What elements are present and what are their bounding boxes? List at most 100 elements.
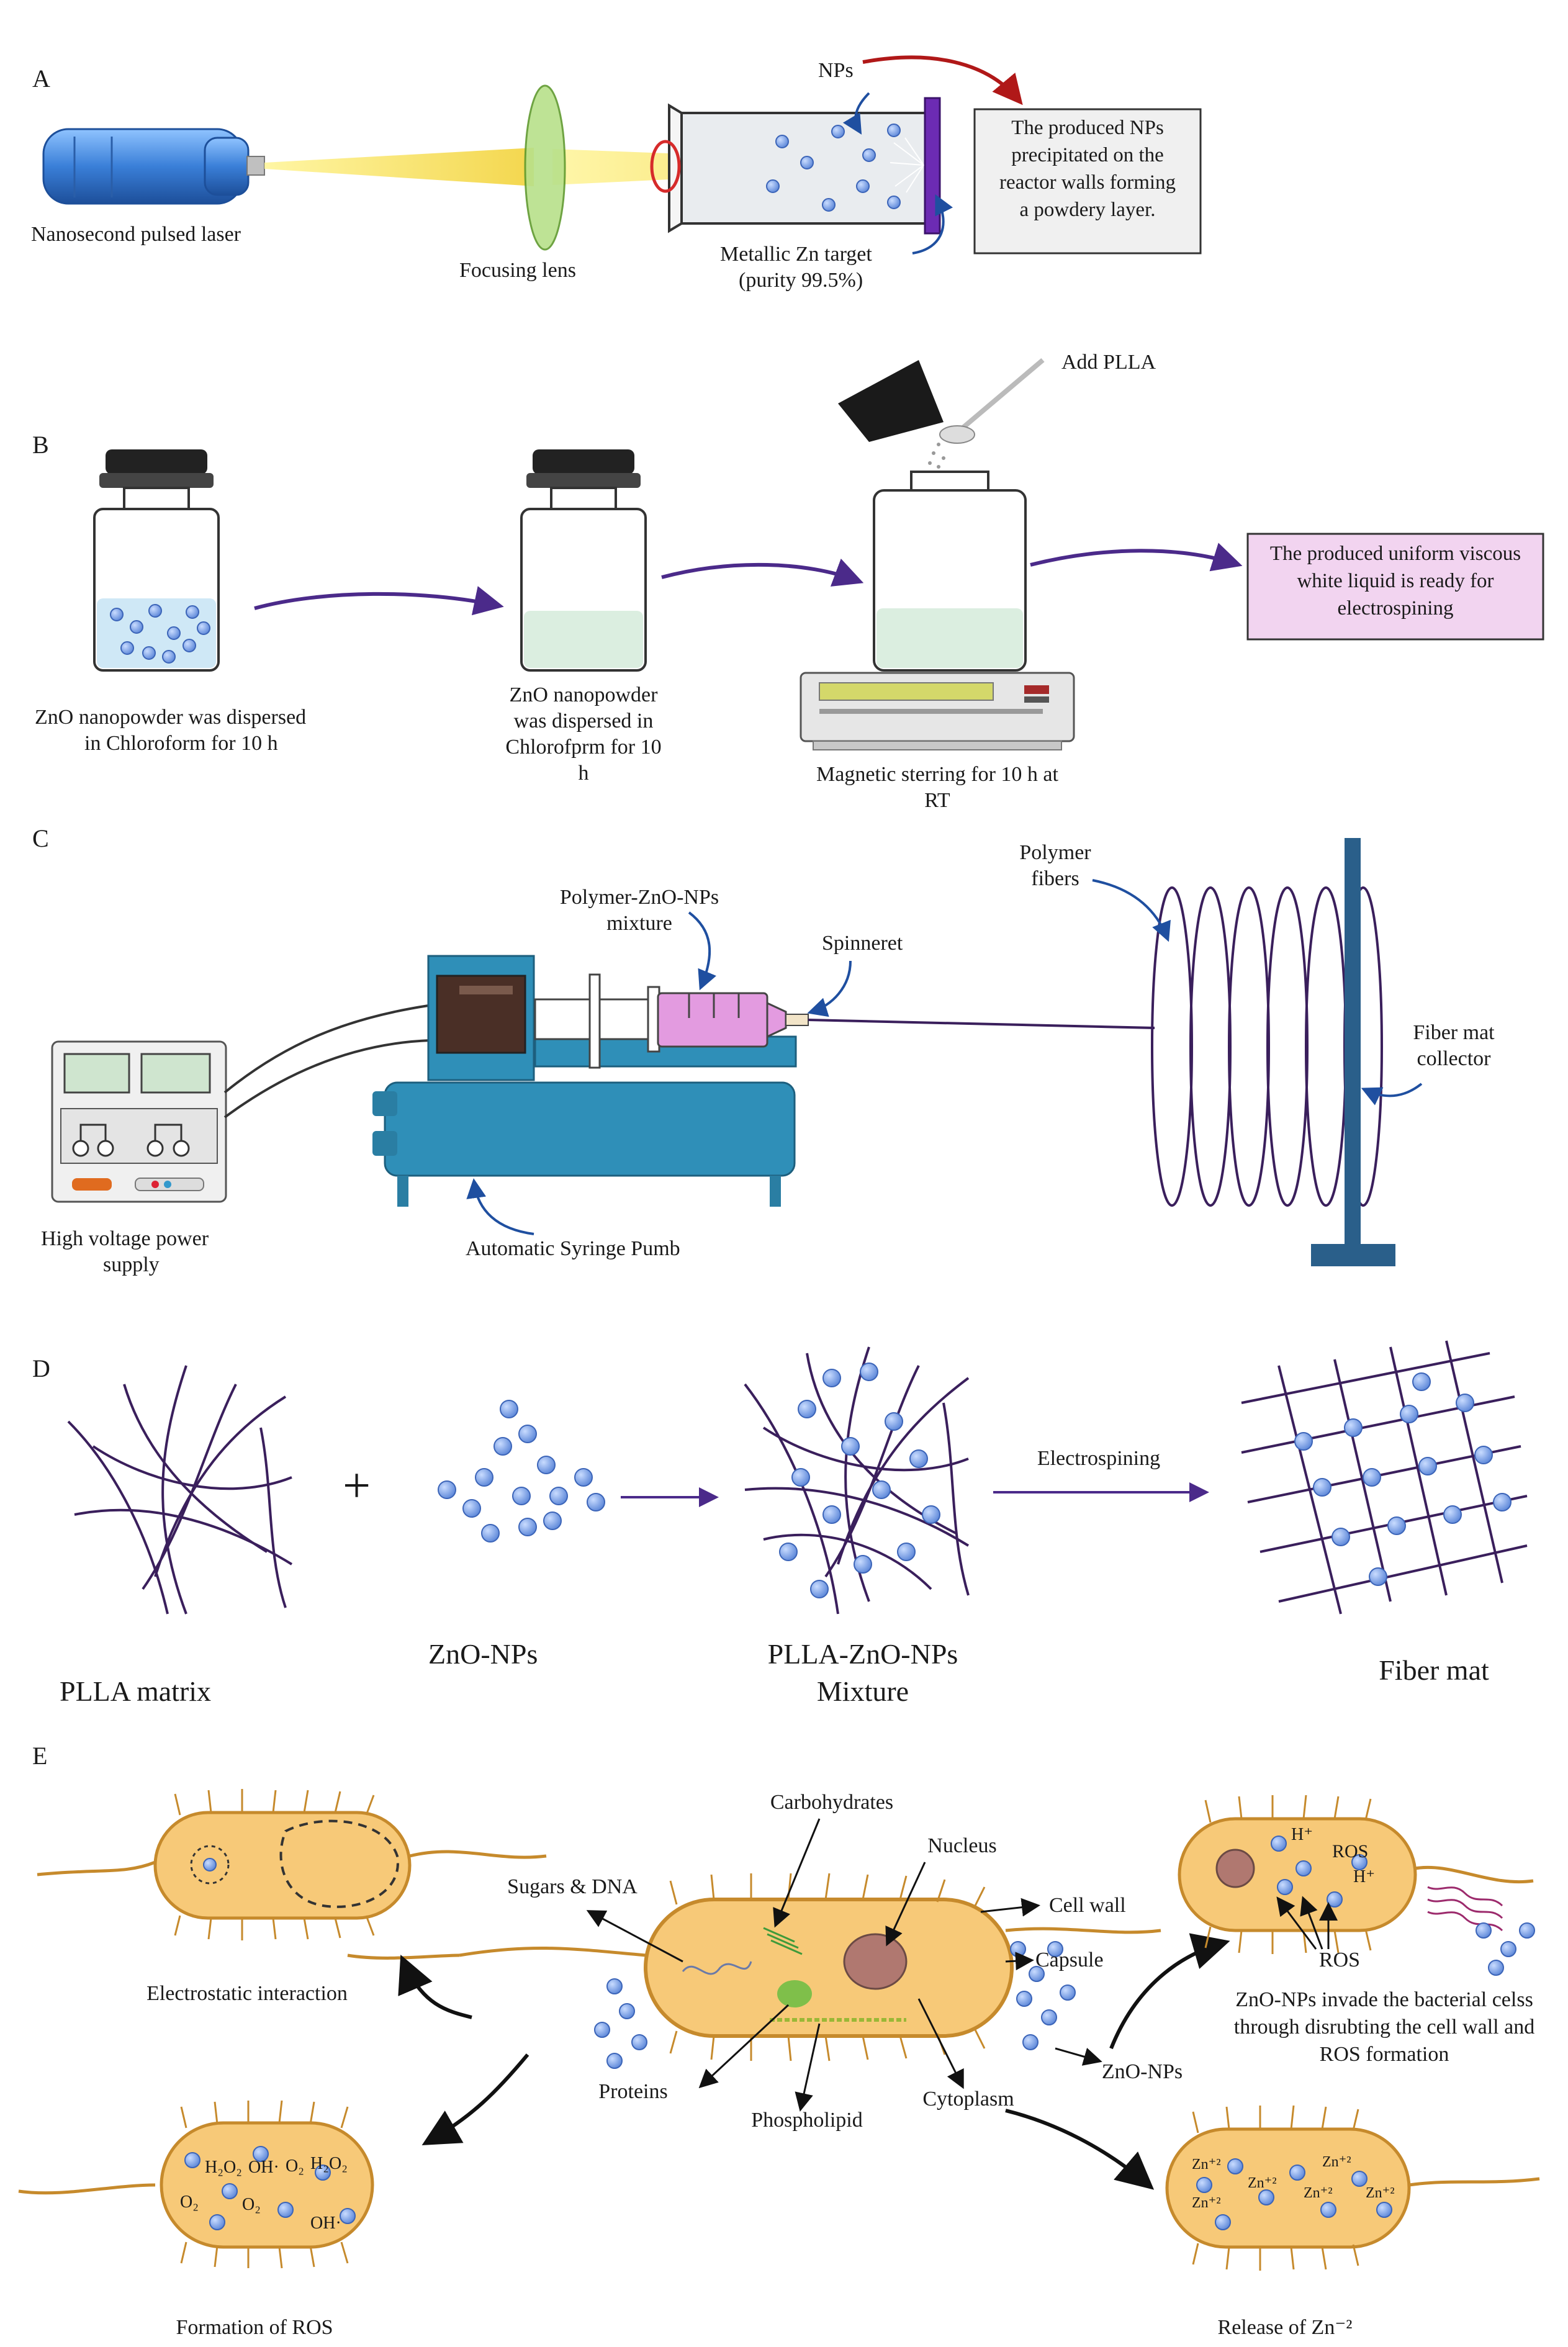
invade-label-1: ZnO-NPs invade the bacterial celss	[1235, 1988, 1533, 2011]
power-label-1: High voltage power	[41, 1227, 209, 1250]
cell-ros-pili	[180, 2100, 349, 2269]
add-plla-label: Add PLLA	[1061, 351, 1156, 374]
zno-nps-pointer	[1055, 2047, 1102, 2066]
step2-label-4: h	[579, 762, 589, 785]
nucleus-pointer	[885, 1862, 926, 1947]
panel-label-b: B	[32, 431, 49, 459]
plla-spoon-bowl	[939, 425, 975, 444]
target-label-1: Metallic Zn target	[720, 243, 872, 266]
nps-label: NPs	[818, 59, 854, 82]
zn-ion-3: Zn⁺²	[1304, 2185, 1333, 2201]
carbohydrates-pointer	[773, 1818, 821, 1928]
nps-to-box-arrow	[862, 55, 1023, 106]
panel-a-box-line-3: reactor walls forming	[999, 171, 1176, 194]
arrow-to-ros-cell	[421, 2053, 529, 2145]
bottle-1-nanoparticles	[110, 604, 210, 664]
collector-label-1: Fiber mat	[1413, 1021, 1495, 1044]
cell-invaded	[1178, 1817, 1534, 1932]
arrow-step3-to-result	[1030, 543, 1243, 572]
panel-b-box-line-1: The produced uniform viscous	[1270, 543, 1521, 565]
mix-label-2: Mixture	[817, 1675, 909, 1707]
panel-label-d: D	[32, 1354, 50, 1382]
zn-ion-2: Zn⁺²	[1248, 2175, 1277, 2191]
arrow-to-release	[1005, 2109, 1155, 2190]
mixture-arrow	[688, 911, 716, 991]
release-label: Release of Zn⁻²	[1218, 2316, 1353, 2339]
syringe-pump	[372, 955, 797, 1207]
step1-label-1: ZnO nanopowder was dispersed	[35, 706, 306, 729]
laser-beam	[264, 148, 534, 186]
nucleus-label: Nucleus	[927, 1834, 996, 1857]
phospholipid-label: Phospholipid	[751, 2109, 862, 2132]
magnetic-stirrer	[800, 672, 1075, 750]
power-cable-2	[223, 1039, 431, 1119]
invaded-h-plus-1: H⁺	[1291, 1825, 1313, 1844]
invade-label-2: through disrubting the cell wall and	[1234, 2016, 1534, 2038]
plla-label: PLLA matrix	[60, 1675, 211, 1707]
pump-arrow	[466, 1178, 534, 1235]
bottle-3	[873, 471, 1027, 672]
fiber-mat-label: Fiber mat	[1379, 1654, 1489, 1686]
step3-label-2: RT	[924, 789, 950, 812]
zn-ion-1: Zn⁺²	[1192, 2156, 1221, 2173]
mixture-nanoparticles	[779, 1363, 940, 1598]
power-supply	[51, 1040, 227, 1203]
zno-np-cluster	[438, 1400, 605, 1543]
ros-oh-1: OH·	[248, 2158, 279, 2177]
invaded-ros-small: ROS	[1332, 1841, 1368, 1862]
jet-line	[808, 1019, 1155, 1029]
carbohydrates-label: Carbohydrates	[770, 1791, 893, 1814]
collector-label-2: collector	[1417, 1047, 1492, 1070]
cytoplasm-label: Cytoplasm	[922, 2088, 1014, 2110]
cell-invaded-nanoparticles	[1271, 1836, 1535, 1976]
ros-h2o2-2: H₂O₂	[310, 2154, 348, 2173]
panel-a-box-line-4: a powdery layer.	[1020, 199, 1156, 221]
collector-arrow	[1361, 1083, 1423, 1106]
fibers-label-1: Polymer	[1019, 841, 1091, 864]
zn-ion-5: Zn⁺²	[1366, 2185, 1395, 2201]
bottle-1	[93, 449, 220, 672]
sugars-dna-label: Sugars & DNA	[507, 1875, 638, 1898]
cell-electrostatic-pili	[174, 1789, 375, 1940]
target-plume	[890, 137, 924, 193]
cell-electrostatic	[37, 1811, 547, 1920]
capsule-label: Capsule	[1035, 1948, 1104, 1971]
arrow-step1-to-step2	[254, 586, 504, 616]
proteins-label: Proteins	[598, 2080, 667, 2103]
panel-a-result-box	[973, 108, 1202, 255]
arrow-to-invade	[1109, 1933, 1230, 2050]
panel-b-box-line-2: white liquid is ready for	[1297, 570, 1494, 592]
plla-powder-bag	[838, 360, 944, 442]
step3-label-1: Magnetic sterring for 10 h at	[816, 763, 1058, 786]
fibers-arrow	[1092, 879, 1171, 942]
target-label-2: (purity 99.5%)	[739, 269, 863, 292]
invaded-ros-label: ROS	[1319, 1948, 1360, 1971]
fiber-mat-nanoparticles	[1294, 1372, 1512, 1586]
arrow-step2-to-step3	[661, 558, 864, 587]
plla-powder-grains	[928, 443, 945, 469]
ros-o2-2: O₂	[180, 2192, 199, 2212]
nps-arrow	[842, 92, 870, 135]
mixture-label-1: Polymer-ZnO-NPs	[560, 886, 719, 909]
power-cable-1	[223, 1004, 429, 1094]
cytoplasm-pointer	[917, 1998, 964, 2089]
ros-o2-3: O₂	[242, 2195, 261, 2214]
panel-a-box-line-2: precipitated on the	[1011, 144, 1164, 166]
phospholipid-pointer	[795, 2023, 821, 2112]
polymer-fiber-spiral	[1151, 886, 1383, 1207]
target-arrow	[912, 194, 953, 255]
mix-label-1: PLLA-ZnO-NPs	[768, 1638, 958, 1670]
collector-stand	[1311, 838, 1395, 1266]
panel-b-result-box	[1246, 533, 1544, 641]
bottle-2	[520, 449, 647, 672]
zn-ion-6: Zn⁺²	[1192, 2195, 1221, 2211]
panel-b-box-line-3: electrospining	[1338, 597, 1454, 619]
step2-label-1: ZnO nanopowder	[510, 683, 659, 706]
cell-wall-pointer	[980, 1898, 1040, 1917]
laser-label: Nanosecond pulsed laser	[31, 223, 241, 246]
zno-label: ZnO-NPs	[428, 1638, 538, 1670]
mixture-fibers	[744, 1346, 970, 1615]
mixture-label-2: mixture	[606, 912, 672, 935]
step2-label-2: was dispersed in	[514, 710, 654, 732]
spinneret-arrow	[807, 960, 852, 1017]
